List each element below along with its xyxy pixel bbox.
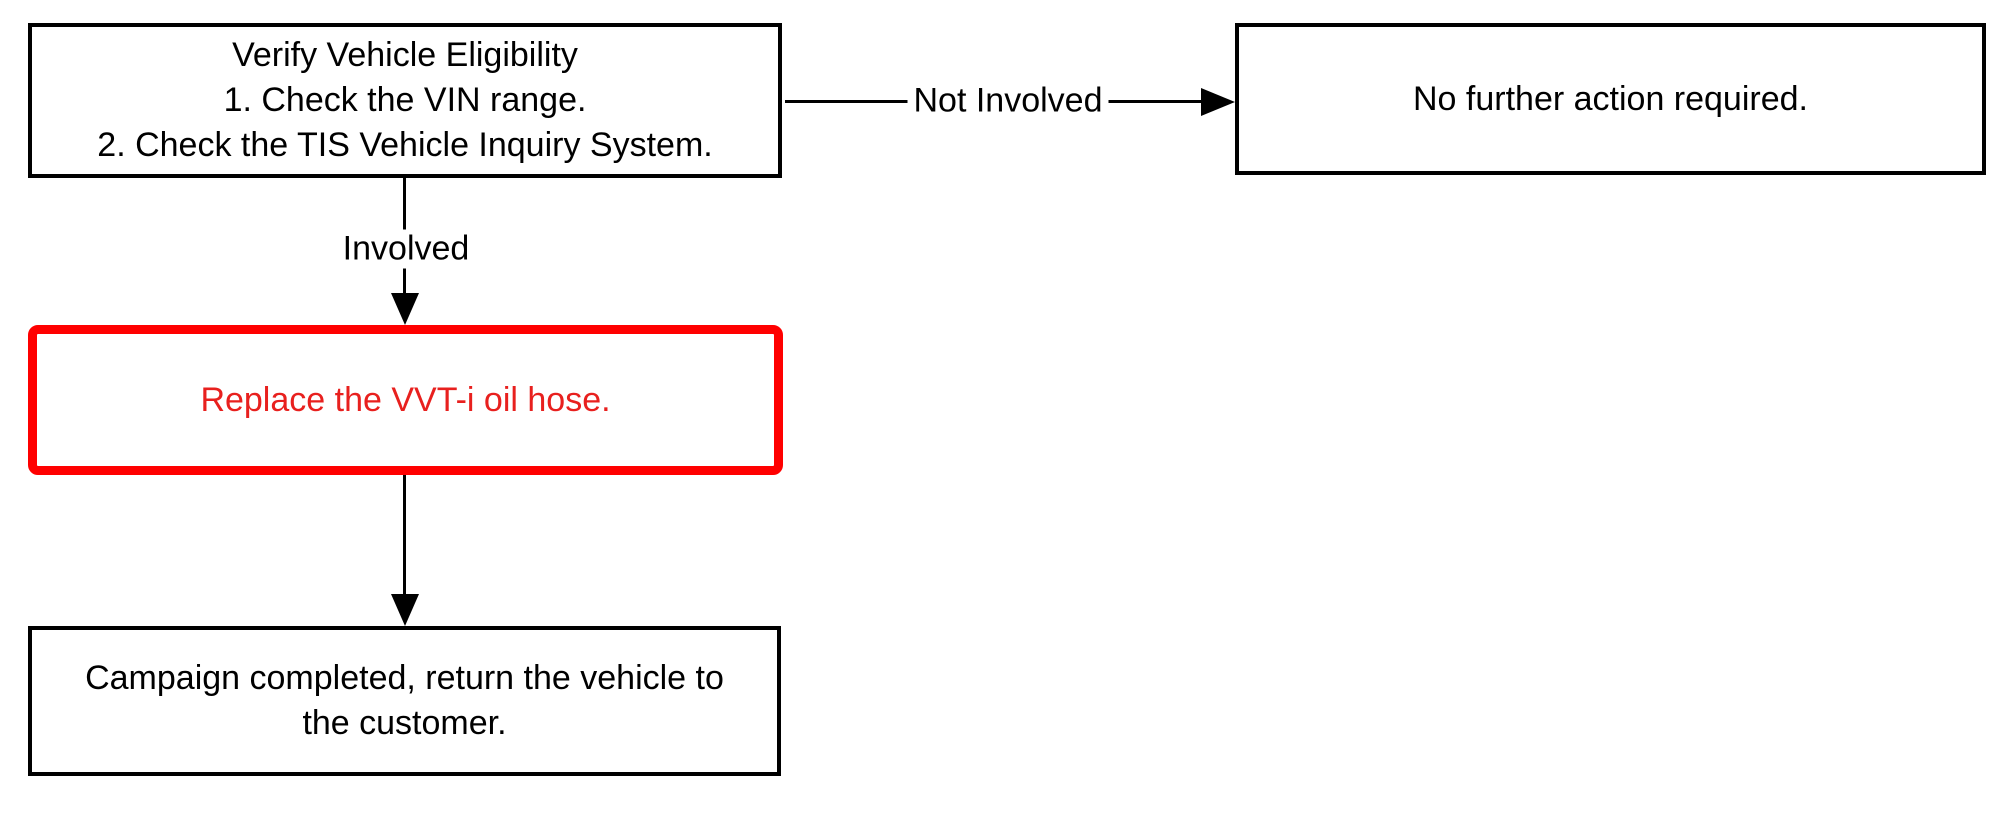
node-no-further-action: No further action required. (1235, 23, 1986, 175)
arrowhead-down-icon (391, 293, 419, 325)
node-campaign-completed: Campaign completed, return the vehicle t… (28, 626, 781, 776)
connector-finish-line (403, 475, 406, 596)
node-no-further-action-label: No further action required. (1413, 79, 1808, 118)
node-verify-eligibility: Verify Vehicle Eligibility 1. Check the … (28, 23, 782, 178)
node-replace-vvt-oil-hose-label: Replace the VVT-i oil hose. (200, 380, 611, 419)
node-verify-line-2: 1. Check the VIN range. (223, 81, 587, 119)
node-verify-line-1: Verify Vehicle Eligibility (232, 36, 578, 74)
node-campaign-completed-line-2: the customer. (302, 704, 507, 742)
arrowhead-down-icon (391, 594, 419, 626)
node-replace-vvt-oil-hose: Replace the VVT-i oil hose. (28, 325, 783, 475)
edge-label-not-involved: Not Involved (907, 81, 1109, 121)
node-campaign-completed-line-1: Campaign completed, return the vehicle t… (85, 659, 724, 697)
edge-label-involved: Involved (336, 229, 476, 269)
arrowhead-right-icon (1201, 88, 1235, 116)
node-verify-line-3: 2. Check the TIS Vehicle Inquiry System. (97, 126, 713, 164)
